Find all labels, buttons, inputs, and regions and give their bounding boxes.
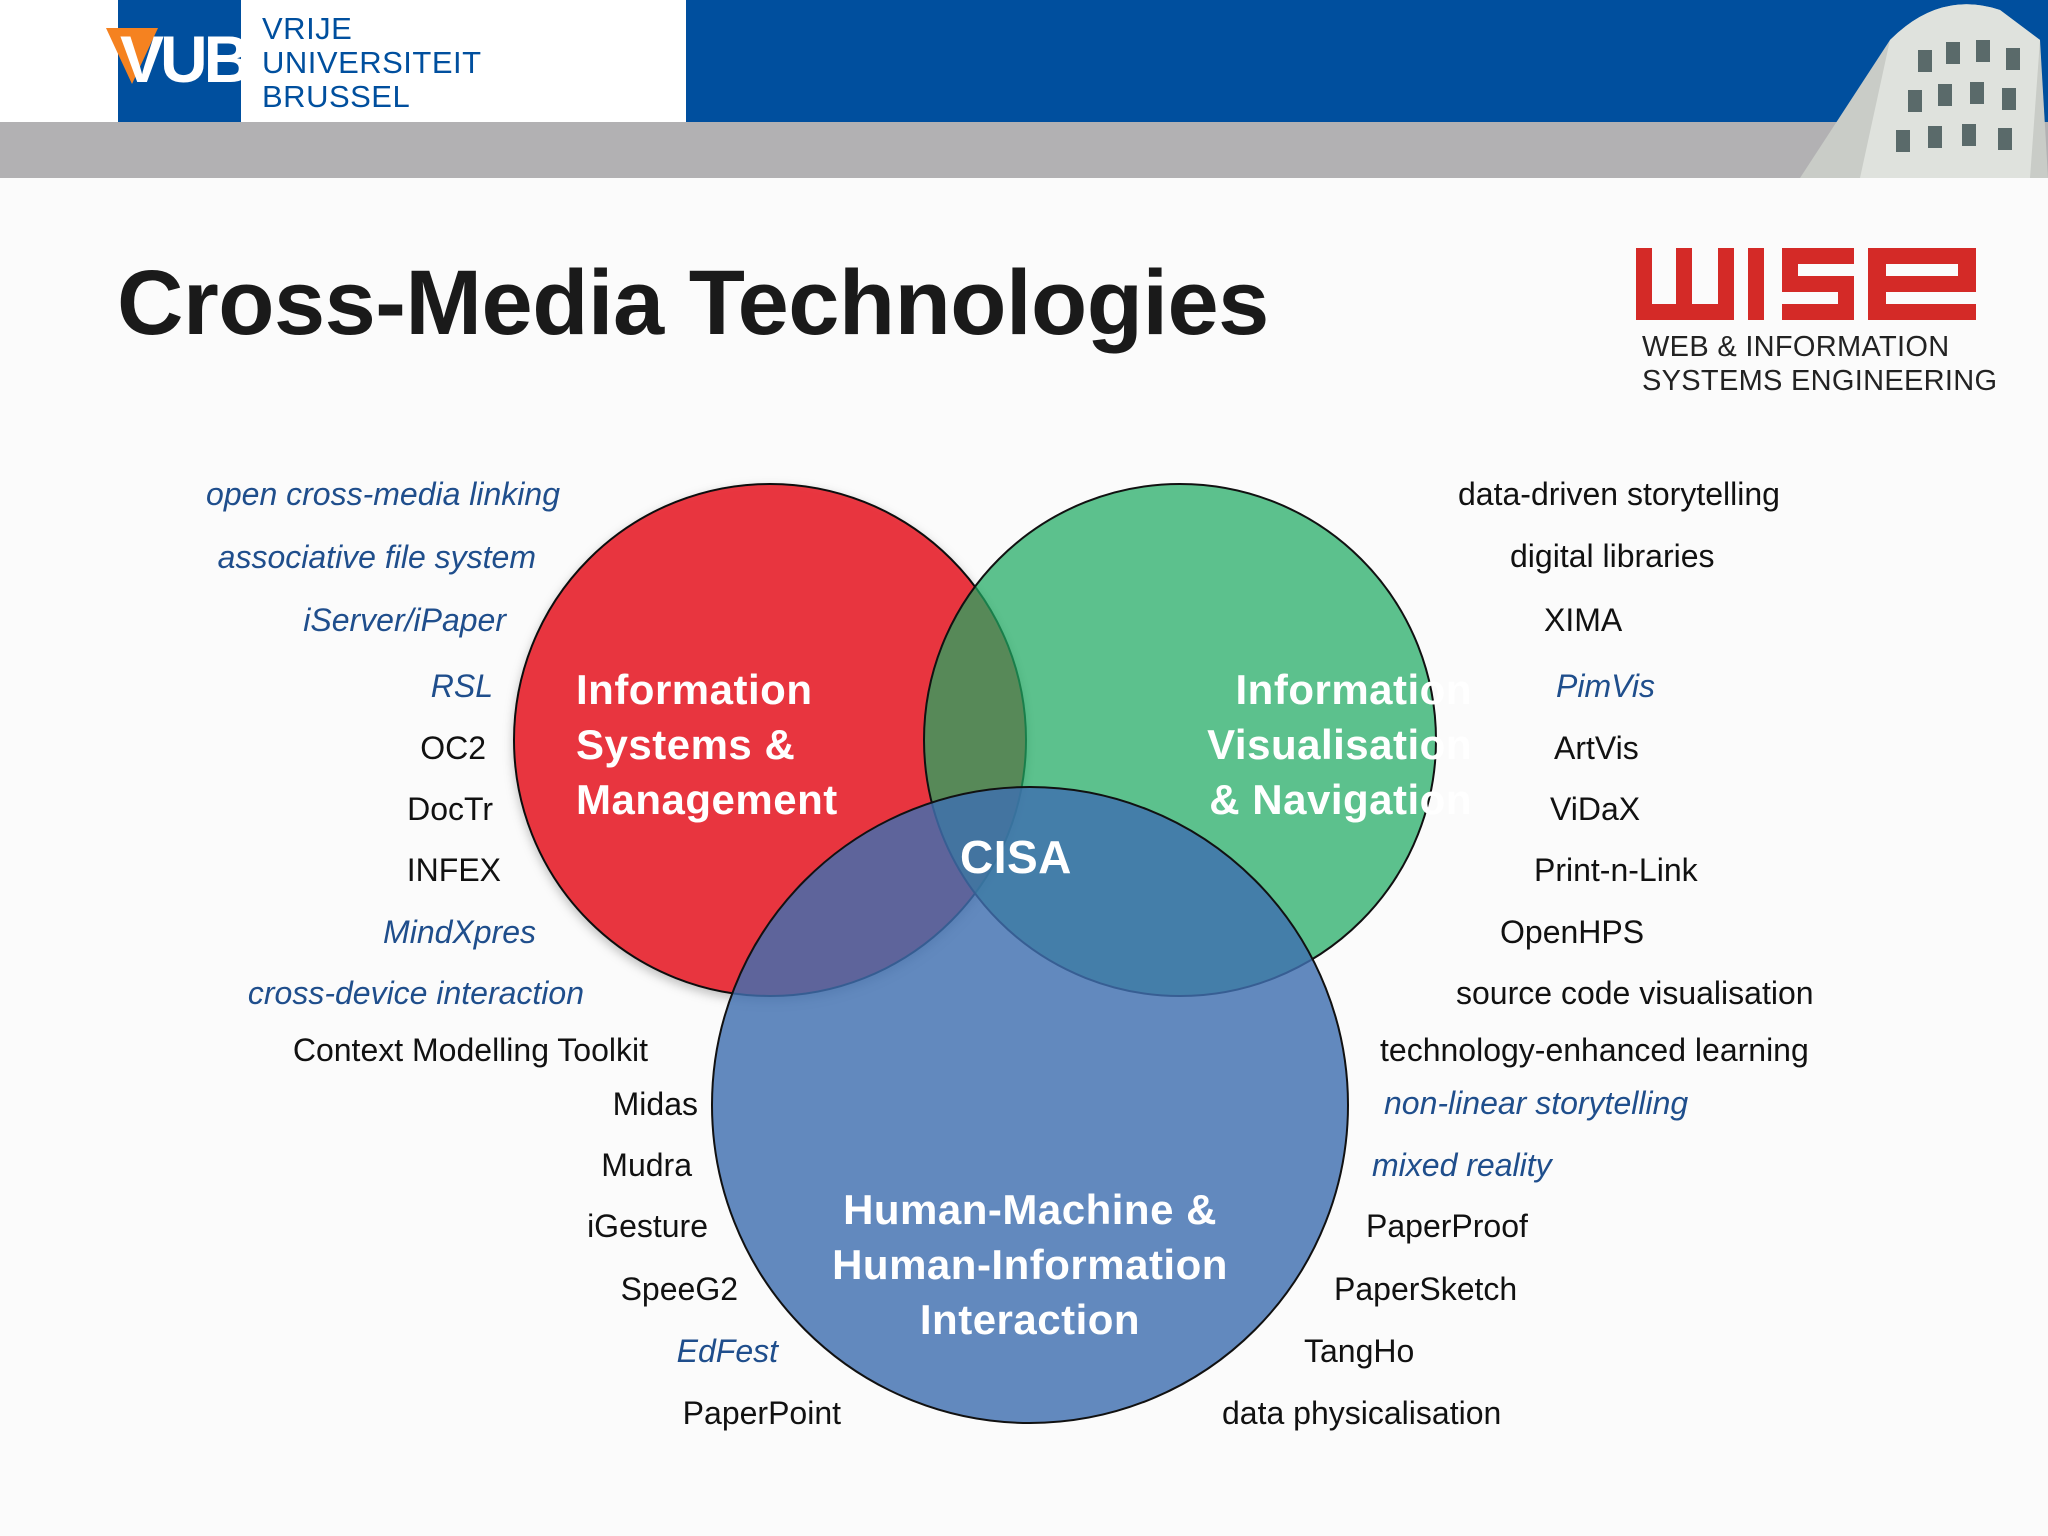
right-item: PaperProof — [1366, 1208, 1528, 1244]
wise-subtitle-line: SYSTEMS ENGINEERING — [1642, 365, 1998, 397]
left-item: cross-device interaction — [247, 975, 584, 1011]
circle-label-line: Systems & — [576, 721, 796, 768]
left-item: OC2 — [420, 730, 486, 766]
circle-label-information-systems: Information Systems & Management — [576, 662, 838, 827]
left-item: iGesture — [587, 1208, 708, 1244]
right-item: mixed reality — [1372, 1147, 1552, 1183]
circle-label-line: Visualisation — [1207, 721, 1472, 768]
wise-subtitle-line: WEB & INFORMATION — [1642, 331, 1950, 363]
circle-label-line: Interaction — [919, 1296, 1141, 1343]
right-item: Print-n-Link — [1534, 852, 1698, 888]
university-name-line: UNIVERSITEIT — [262, 45, 482, 80]
right-item: XIMA — [1544, 602, 1623, 638]
left-item: Midas — [612, 1086, 698, 1122]
page-title: Cross-Media Technologies — [117, 252, 1269, 354]
right-item: PimVis — [1556, 668, 1655, 704]
left-item: DocTr — [407, 791, 493, 827]
left-item: iServer/iPaper — [303, 602, 506, 638]
wise-logo — [1636, 248, 1976, 320]
left-item: Context Modelling Toolkit — [292, 1032, 648, 1068]
vub-logo: VUB — [120, 22, 251, 96]
left-item: Mudra — [601, 1147, 692, 1183]
left-item: associative file system — [217, 539, 536, 575]
left-item: open cross-media linking — [206, 476, 560, 512]
right-item: OpenHPS — [1500, 914, 1645, 950]
right-item: digital libraries — [1510, 538, 1715, 574]
center-label: CISA — [960, 831, 1072, 883]
left-item: SpeeG2 — [620, 1271, 738, 1307]
left-item: RSL — [430, 668, 493, 704]
right-item: TangHo — [1304, 1333, 1415, 1369]
right-item: source code visualisation — [1456, 975, 1814, 1011]
circle-label-human-machine-interaction: Human-Machine & Human-Information Intera… — [780, 1182, 1280, 1347]
left-item: INFEX — [406, 852, 501, 888]
circle-label-line: Information — [1235, 666, 1472, 713]
header-gray-band — [0, 122, 2048, 178]
circle-label-line: Human-Information — [832, 1241, 1228, 1288]
circle-label-line: Human-Machine & — [843, 1186, 1217, 1233]
right-item: non-linear storytelling — [1384, 1085, 1689, 1121]
left-item: EdFest — [676, 1333, 778, 1369]
circle-label-line: Management — [576, 776, 838, 823]
header-blue-band — [686, 0, 2048, 122]
circle-human-machine-interaction — [711, 786, 1349, 1424]
right-item: ViDaX — [1550, 791, 1641, 827]
circle-label-line: Information — [576, 666, 813, 713]
right-item: PaperSketch — [1334, 1271, 1518, 1307]
right-item: technology-enhanced learning — [1380, 1032, 1809, 1068]
right-item: data-driven storytelling — [1458, 476, 1780, 512]
left-item: MindXpres — [383, 914, 536, 950]
wise-subtitle: WEB & INFORMATION SYSTEMS ENGINEERING — [1642, 330, 1997, 398]
university-name: VRIJE UNIVERSITEIT BRUSSEL — [262, 12, 502, 114]
circle-label-information-visualisation: Information Visualisation & Navigation — [1150, 662, 1472, 827]
circle-label-line: & Navigation — [1209, 776, 1472, 823]
vub-logo-accent — [106, 28, 158, 84]
left-item: PaperPoint — [682, 1395, 841, 1431]
university-name-line: VRIJE — [262, 11, 353, 46]
building-image — [1800, 4, 2048, 178]
right-item: data physicalisation — [1222, 1395, 1502, 1431]
university-name-line: BRUSSEL — [262, 79, 411, 114]
header-banner: VUB VRIJE UNIVERSITEIT BRUSSEL — [0, 0, 2048, 178]
right-item: ArtVis — [1554, 730, 1639, 766]
